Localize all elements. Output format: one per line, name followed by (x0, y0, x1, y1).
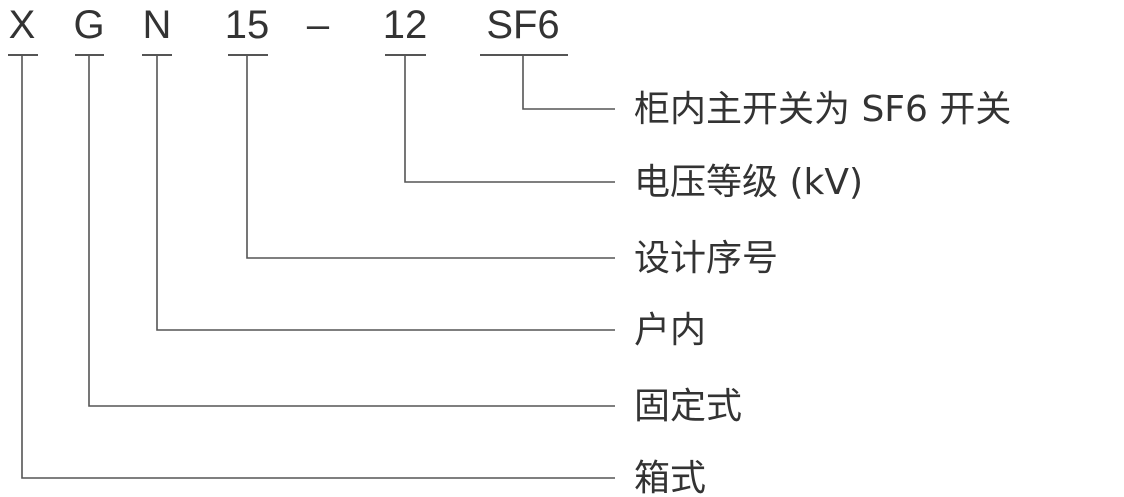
leader-line-box (21, 55, 615, 479)
leader-line-indoor (156, 55, 615, 331)
code-part-x: X (9, 3, 36, 47)
code-part-15: 15 (225, 3, 270, 47)
label-box-type: 箱式 (634, 458, 706, 497)
label-indoor: 户内 (634, 310, 706, 351)
leader-line-design (246, 55, 615, 259)
code-part-g: G (73, 3, 104, 47)
leader-line-voltage (404, 55, 615, 183)
leader-line-sf6 (522, 55, 615, 110)
label-sf6-switch: 柜内主开关为 SF6 开关 (634, 89, 1011, 130)
label-design-number: 设计序号 (634, 238, 778, 279)
label-fixed-type: 固定式 (634, 386, 742, 427)
code-part-n: N (143, 3, 172, 47)
leader-line-fixed (88, 55, 615, 407)
code-part-12: 12 (383, 3, 428, 47)
code-part-dash: – (307, 3, 330, 47)
code-part-sf6: SF6 (486, 3, 559, 47)
label-voltage-class: 电压等级 (kV) (634, 162, 863, 203)
